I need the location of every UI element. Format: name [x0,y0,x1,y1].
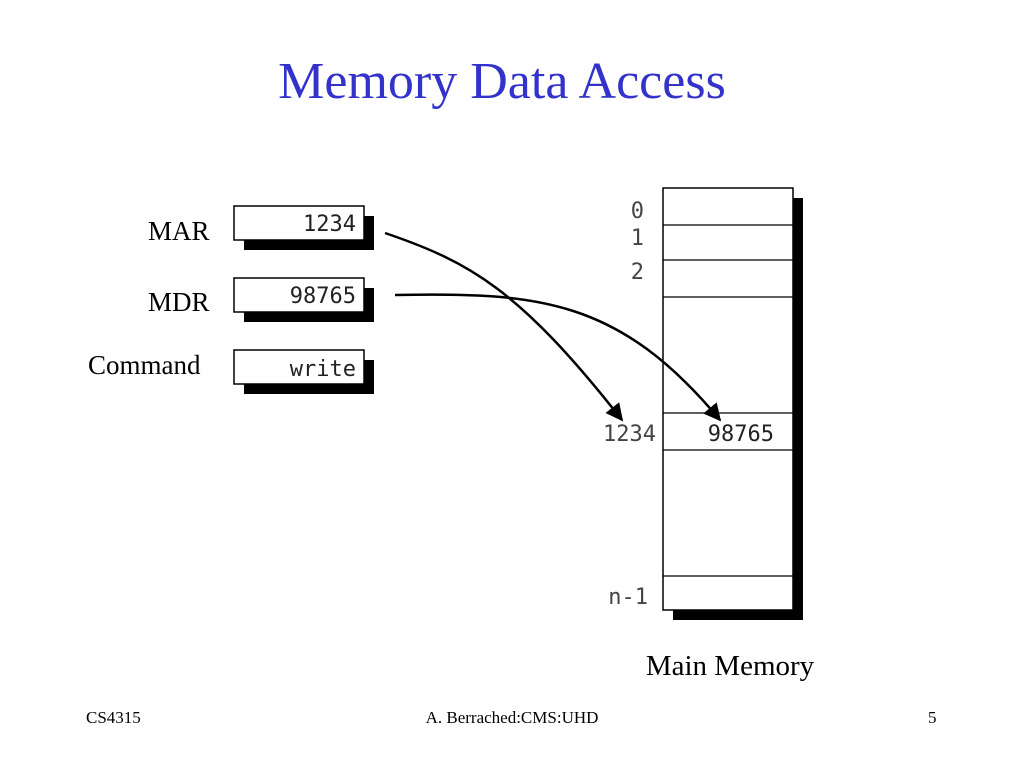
mdr-label: MDR [148,287,210,317]
mar-register: MAR 1234 [148,205,374,250]
address-label-n-minus-1: n-1 [608,585,648,610]
mdr-box [233,277,365,313]
command-box [233,349,365,385]
mdr-value: 98765 [290,284,356,309]
main-memory-block: 0 1 2 1234 n-1 98765 [603,187,803,620]
mar-label: MAR [148,216,210,246]
address-label-2: 2 [631,260,644,285]
slide-title: Memory Data Access [278,53,726,110]
mar-value: 1234 [303,212,356,237]
address-arrow [384,231,624,422]
footer-course: CS4315 [86,708,141,727]
address-label-1234: 1234 [603,422,656,447]
data-arrow [394,293,722,422]
mdr-register: MDR 98765 [148,277,374,322]
address-label-1: 1 [631,226,644,251]
footer-page-number: 5 [928,708,937,727]
memory-cell-value: 98765 [708,422,774,447]
address-label-0: 0 [631,199,644,224]
command-register: Command write [88,349,374,394]
mar-box [233,205,365,241]
command-label: Command [88,350,201,380]
memory-caption: Main Memory [645,650,815,682]
footer-author: A. Berrached:CMS:UHD [425,708,599,727]
command-value: write [290,357,356,382]
memory-frame [662,187,794,611]
